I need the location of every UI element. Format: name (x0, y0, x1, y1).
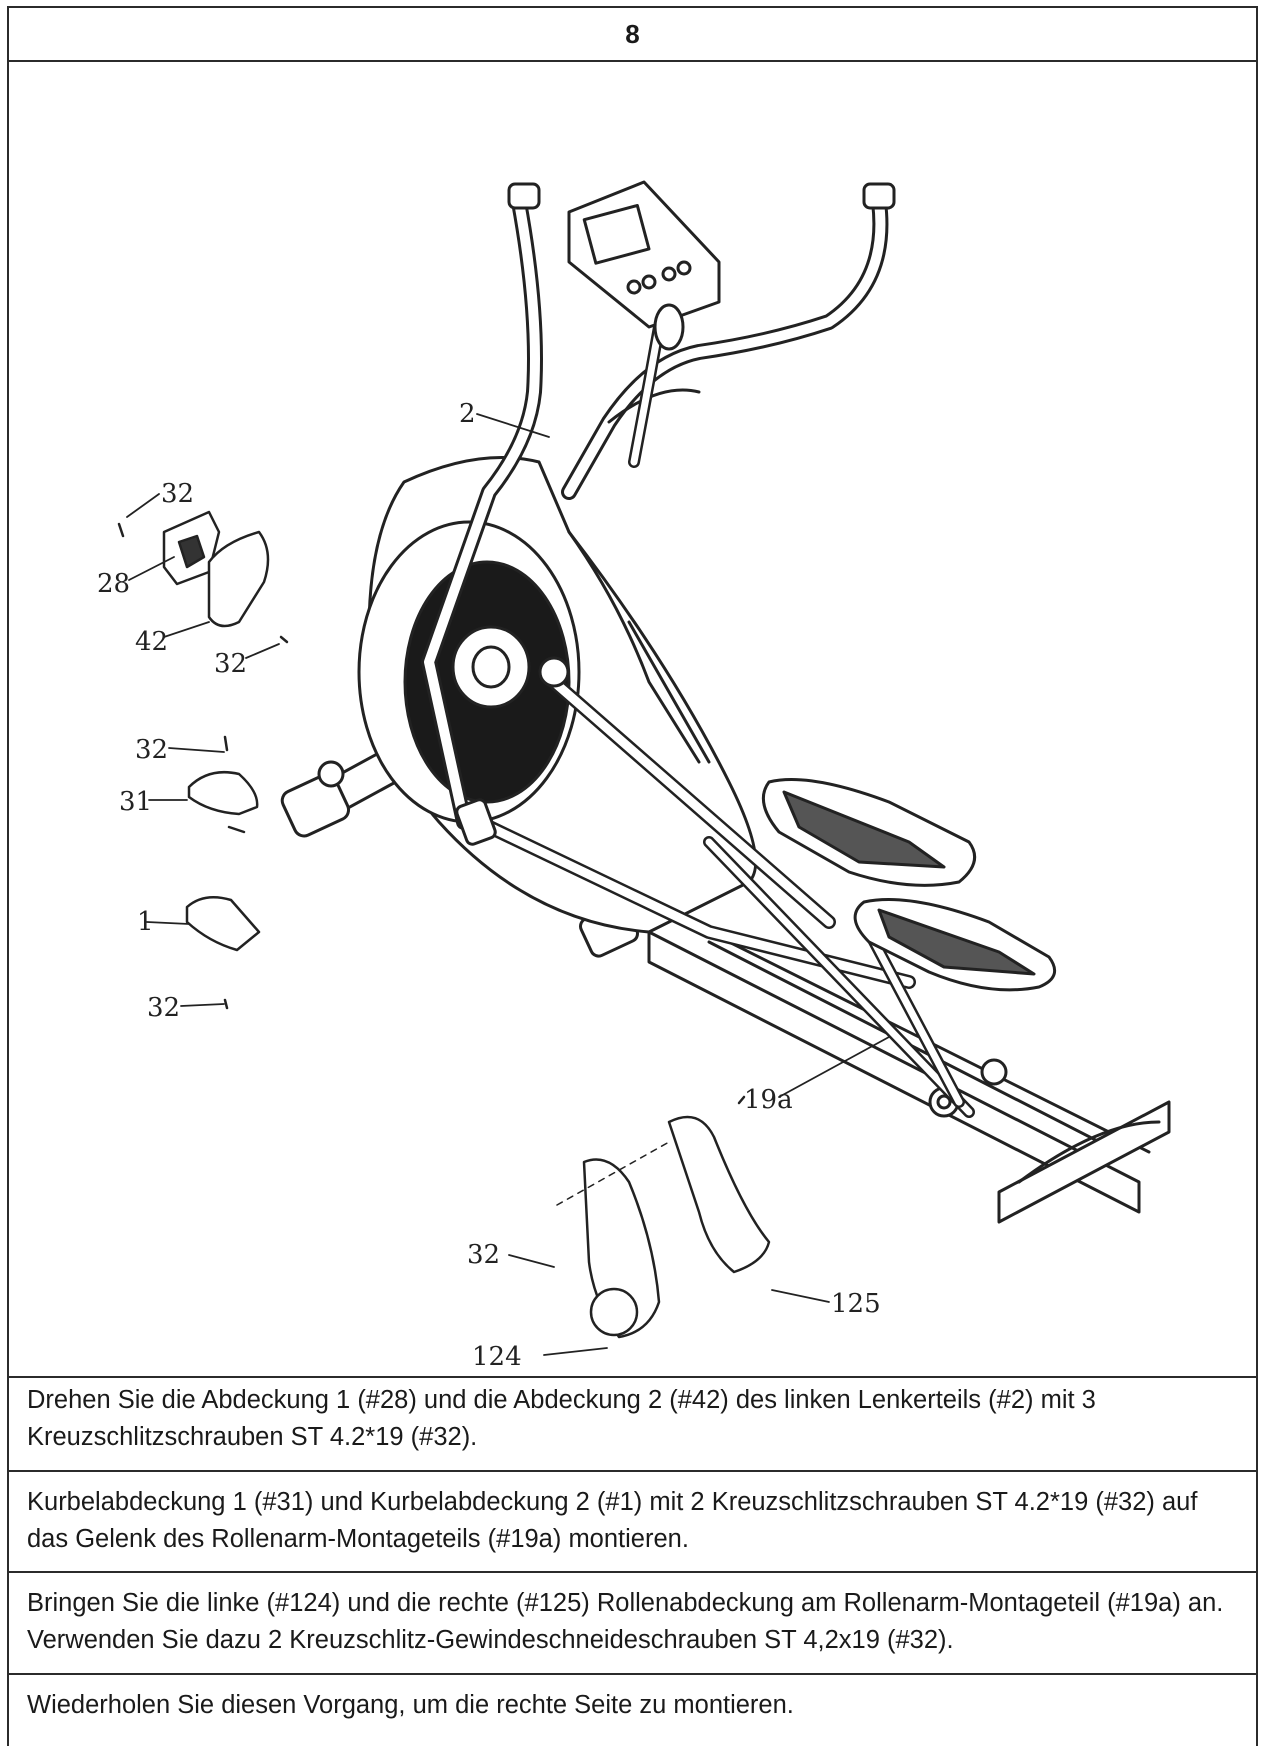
instruction-step-1: Drehen Sie die Abdeckung 1 (#28) und die… (9, 1370, 1256, 1472)
assembly-diagram: 2 32 28 42 32 32 31 1 32 19a 32 125 124 (9, 62, 1256, 1378)
callout-labels: 2 32 28 42 32 32 31 1 32 19a 32 125 124 (97, 399, 881, 1372)
callout-19a: 19a (744, 1085, 793, 1115)
callout-32-upper-right: 32 (214, 649, 247, 679)
callout-28: 28 (97, 569, 130, 599)
cover-parts-upper (117, 510, 289, 644)
instruction-list: Drehen Sie die Abdeckung 1 (#28) und die… (7, 1370, 1258, 1745)
callout-32-middle: 32 (135, 735, 168, 765)
callout-42: 42 (135, 627, 168, 657)
callout-32-roller: 32 (467, 1240, 500, 1270)
callout-leaders (126, 413, 890, 1356)
callout-31: 31 (119, 787, 152, 817)
callout-2: 2 (459, 399, 476, 429)
instruction-step-3: Bringen Sie die linke (#124) und die rec… (9, 1573, 1256, 1675)
step-number: 8 (9, 8, 1256, 62)
handlebar-left (421, 182, 543, 846)
instruction-step-2: Kurbelabdeckung 1 (#31) und Kurbelabdeck… (9, 1472, 1256, 1573)
callout-125: 125 (831, 1289, 881, 1319)
instruction-step-4: Wiederholen Sie diesen Vorgang, um die r… (27, 1691, 794, 1719)
console (567, 180, 721, 468)
elliptical-trainer-illustration: 2 32 28 42 32 32 31 1 32 19a 32 125 124 (97, 180, 1171, 1372)
callout-32-lower: 32 (147, 993, 180, 1023)
pedal-arms (472, 656, 975, 1118)
cover-parts-middle (185, 735, 261, 1010)
foot-pedals (761, 778, 1057, 992)
callout-1: 1 (137, 907, 154, 937)
step-frame: 8 (7, 6, 1258, 1746)
roller-covers (556, 1095, 771, 1339)
callout-124: 124 (472, 1342, 522, 1372)
callout-32-top: 32 (161, 479, 194, 509)
